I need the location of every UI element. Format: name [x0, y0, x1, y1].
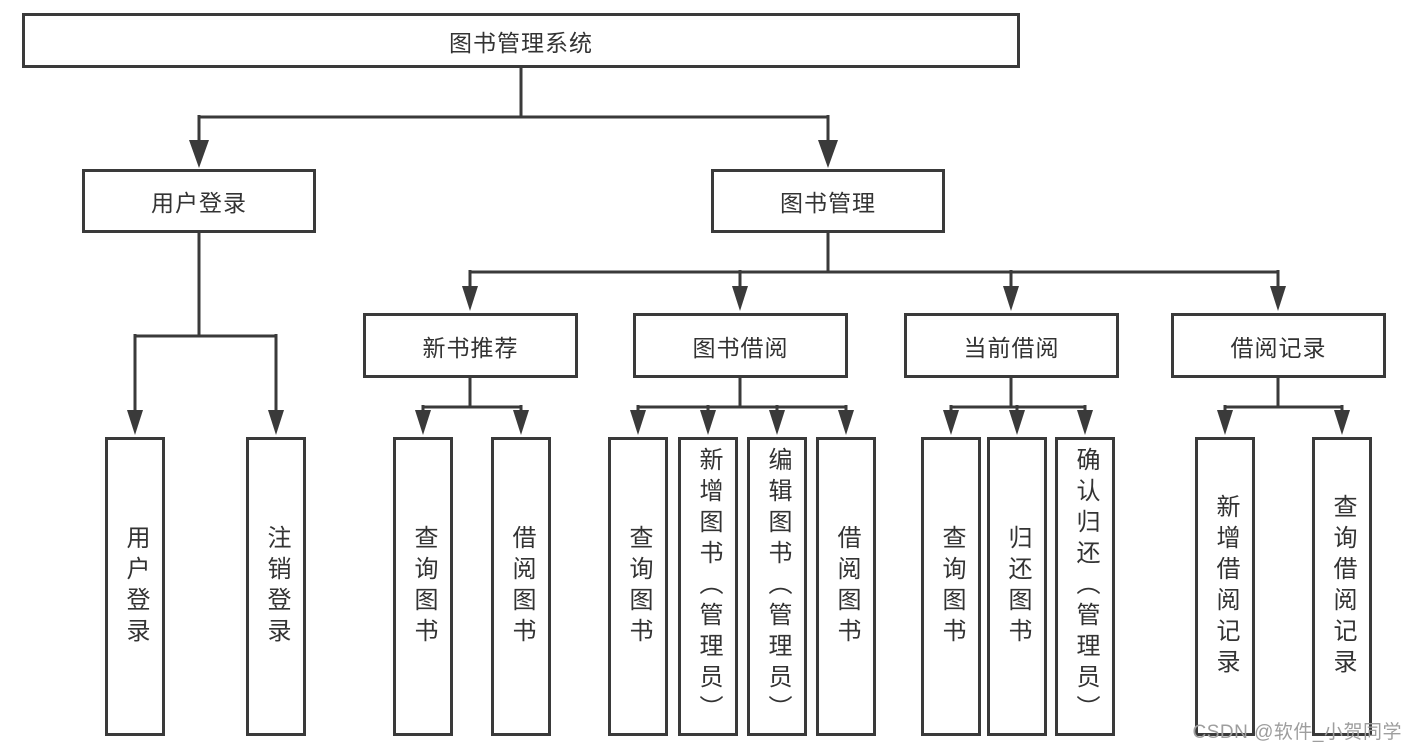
leaf-add-borrow-record: 新增借阅记录 [1195, 437, 1255, 736]
leaf-logout: 注销登录 [246, 437, 306, 736]
leaf-confirm-return-admin: 确认归还（管理员） [1055, 437, 1115, 736]
leaf-query-books-recommend: 查询图书 [393, 437, 453, 736]
leaf-add-books-admin: 新增图书（管理员） [678, 437, 738, 736]
leaf-query-books-borrowing: 查询图书 [608, 437, 668, 736]
leaf-query-borrow-record: 查询借阅记录 [1312, 437, 1372, 736]
leaf-user-login: 用户登录 [105, 437, 165, 736]
node-root-system: 图书管理系统 [22, 13, 1020, 68]
leaf-borrow-books: 借阅图书 [816, 437, 876, 736]
node-book-borrowing: 图书借阅 [633, 313, 848, 378]
leaf-query-books-current: 查询图书 [921, 437, 981, 736]
node-current-borrowing: 当前借阅 [904, 313, 1119, 378]
leaf-edit-books-admin: 编辑图书（管理员） [747, 437, 807, 736]
watermark: CSDN @软件_小贺同学 [1192, 722, 1402, 743]
leaf-borrow-books-recommend: 借阅图书 [491, 437, 551, 736]
node-user-login: 用户登录 [82, 169, 316, 233]
leaf-return-books: 归还图书 [987, 437, 1047, 736]
node-new-book-recommend: 新书推荐 [363, 313, 578, 378]
node-borrowing-records: 借阅记录 [1171, 313, 1386, 378]
node-book-management: 图书管理 [711, 169, 945, 233]
